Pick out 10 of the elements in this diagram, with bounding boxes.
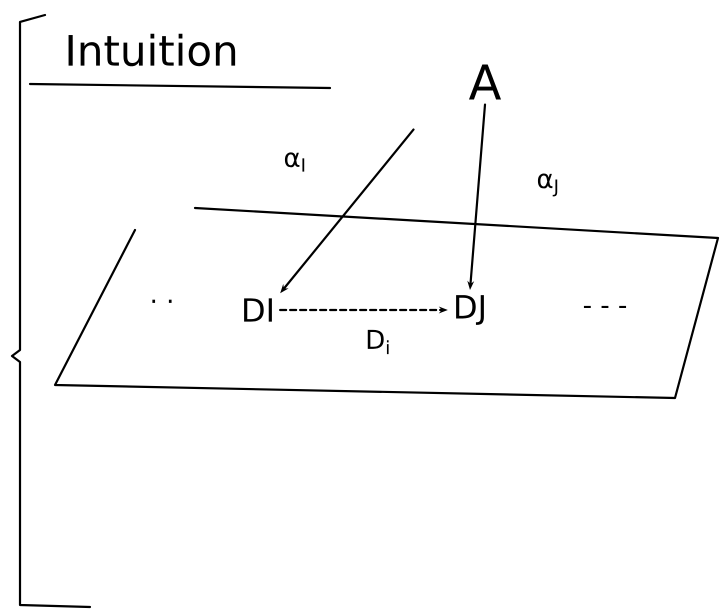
ellipsis: - - - [584, 306, 626, 308]
edge-label: α$_{J}$ [536, 172, 560, 198]
ellipsis: · · [152, 300, 172, 303]
plane [54, 206, 720, 400]
title: Intuition [68, 34, 236, 66]
edge-label: α$_{I}$ [282, 151, 308, 173]
math-object: DI [244, 298, 272, 322]
math-object: A [468, 64, 502, 100]
math-object: DJ [456, 295, 484, 325]
edge-label: D$_{i}$ [364, 328, 392, 356]
